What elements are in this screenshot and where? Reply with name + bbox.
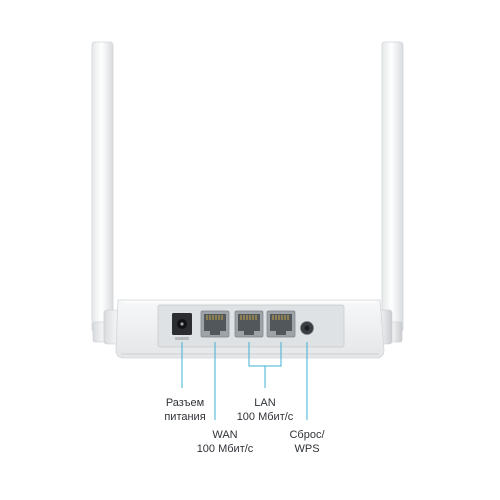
wan-label-line1: WAN [212,429,238,441]
lan-label-line2: 100 Мбит/с [236,411,294,423]
power-jack [172,313,192,340]
leader-lines [181,342,308,420]
reset-wps-button [300,321,314,335]
left-antenna [91,41,114,343]
lan-label: LAN 100 Мбит/с [215,396,315,424]
power-label-line2: питания [164,411,206,423]
wan-label-line2: 100 Мбит/с [196,443,254,455]
lan-port-2 [266,310,296,338]
wps-label-line1: Сброс/ [289,429,325,441]
wan-label: WAN 100 Мбит/с [175,428,275,456]
wps-label-line2: WPS [294,443,320,455]
wan-port [200,310,230,338]
power-connector-label: Разъем питания [150,396,220,424]
reset-wps-label: Сброс/ WPS [272,428,342,456]
lan-label-line1: LAN [254,397,276,409]
lan-port-1 [234,310,264,338]
right-antenna [381,41,404,343]
power-label-line1: Разъем [165,397,205,409]
